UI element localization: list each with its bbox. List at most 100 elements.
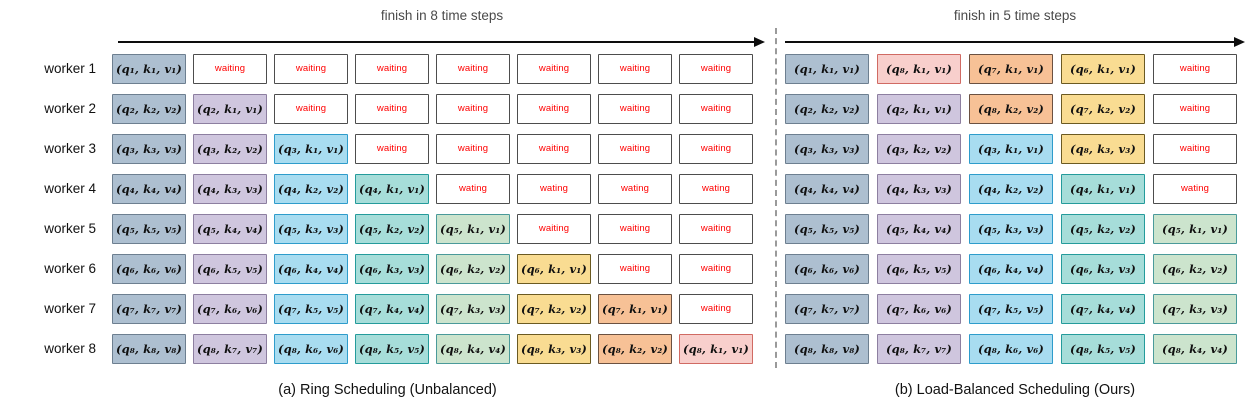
cell-label: (q₈, k₁, v₁) — [886, 62, 952, 76]
cell-label: (q₇, k₁, v₁) — [978, 62, 1044, 76]
cell-label: waiting — [295, 63, 327, 74]
cell-label: (q₆, k₆, v₆) — [116, 262, 182, 276]
task-cell: (q₈, k₄, v₄) — [436, 334, 510, 364]
task-cell: (q₅, k₂, v₂) — [1061, 214, 1145, 244]
cell-label: waiting — [700, 303, 732, 314]
task-cell: (q₆, k₂, v₂) — [1153, 254, 1237, 284]
waiting-cell: waiting — [517, 214, 591, 244]
cell-label: wating — [1180, 183, 1210, 194]
worker-row: worker 3(q₃, k₃, v₃)(q₃, k₂, v₂)(q₃, k₁,… — [0, 130, 775, 168]
task-cell: (q₈, k₈, v₈) — [112, 334, 186, 364]
cell-label: (q₁, k₁, v₁) — [116, 62, 182, 76]
cell-label: waiting — [619, 103, 651, 114]
cell-label: (q₆, k₄, v₄) — [278, 262, 344, 276]
cell-label: (q₈, k₅, v₅) — [359, 342, 425, 356]
waiting-cell: waiting — [274, 54, 348, 84]
waiting-cell: wating — [1153, 174, 1237, 204]
waiting-cell: waiting — [436, 54, 510, 84]
task-cell: (q₃, k₃, v₃) — [112, 134, 186, 164]
worker-row: worker 6(q₆, k₆, v₆)(q₆, k₅, v₅)(q₆, k₄,… — [0, 250, 775, 288]
task-cell: (q₈, k₃, v₃) — [517, 334, 591, 364]
cell-label: (q₅, k₁, v₁) — [1162, 222, 1228, 236]
cell-label: waiting — [1179, 103, 1211, 114]
task-cell: (q₇, k₆, v₆) — [877, 294, 961, 324]
cell-label: (q₈, k₇, v₇) — [197, 342, 263, 356]
cell-label: (q₆, k₁, v₁) — [521, 262, 587, 276]
cell-label: (q₈, k₃, v₃) — [521, 342, 587, 356]
cell-label: waiting — [619, 223, 651, 234]
panel-load-balanced-scheduling: finish in 5 time steps (q₁, k₁, v₁)(q₈, … — [775, 0, 1255, 415]
task-cell: (q₆, k₁, v₁) — [1061, 54, 1145, 84]
cell-label: (q₂, k₁, v₁) — [197, 102, 263, 116]
cell-label: (q₃, k₁, v₁) — [978, 142, 1044, 156]
cell-label: (q₈, k₈, v₈) — [794, 342, 860, 356]
worker-row: worker 2 (q₂, k₂, v₂) (q₂, k₁, v₁) waiting w… — [0, 90, 775, 128]
cell-label: (q₇, k₅, v₅) — [278, 302, 344, 316]
cell-label: waiting — [376, 63, 408, 74]
worker-row: (q₈, k₈, v₈)(q₈, k₇, v₇)(q₈, k₆, v₆)(q₈,… — [775, 330, 1255, 368]
cell-label: (q₇, k₆, v₆) — [886, 302, 952, 316]
cell-label: waiting — [538, 223, 570, 234]
cell-label: wating — [701, 183, 731, 194]
task-cell: (q₁, k₁, v₁) — [112, 54, 186, 84]
cell-label: (q₄, k₄, v₄) — [116, 182, 182, 196]
cell-label: (q₅, k₃, v₃) — [978, 222, 1044, 236]
cell-label: (q₂, k₁, v₁) — [886, 102, 952, 116]
task-cell: (q₆, k₆, v₆) — [112, 254, 186, 284]
cell-label: (q₆, k₂, v₂) — [1162, 262, 1228, 276]
task-cell: (q₅, k₃, v₃) — [969, 214, 1053, 244]
waiting-cell: waiting — [679, 294, 753, 324]
task-cell: (q₆, k₅, v₅) — [877, 254, 961, 284]
cell-label: (q₃, k₃, v₃) — [794, 142, 860, 156]
task-cell: (q₆, k₄, v₄) — [274, 254, 348, 284]
cell-label: wating — [539, 183, 569, 194]
waiting-cell: waiting — [679, 134, 753, 164]
waiting-cell: waiting — [679, 214, 753, 244]
cell-label: (q₃, k₁, v₁) — [278, 142, 344, 156]
waiting-cell: waiting — [598, 94, 672, 124]
worker-label-5: worker 5 — [44, 221, 96, 236]
task-cell: (q₅, k₁, v₁) — [1153, 214, 1237, 244]
time-axis-arrow-a — [118, 37, 765, 47]
waiting-cell: wating — [598, 174, 672, 204]
task-cell: (q₇, k₃, v₃) — [1153, 294, 1237, 324]
cell-label: waiting — [700, 263, 732, 274]
task-cell: (q₂, k₂, v₂) — [112, 94, 186, 124]
cell-label: waiting — [295, 103, 327, 114]
cell-label: waiting — [538, 103, 570, 114]
waiting-cell: waiting — [679, 54, 753, 84]
task-cell: (q₅, k₄, v₄) — [877, 214, 961, 244]
cell-label: (q₄, k₂, v₂) — [978, 182, 1044, 196]
cell-label: (q₁, k₁, v₁) — [794, 62, 860, 76]
task-cell: (q₃, k₂, v₂) — [193, 134, 267, 164]
cell-label: (q₇, k₁, v₁) — [602, 302, 668, 316]
cell-label: (q₆, k₂, v₂) — [440, 262, 506, 276]
cell-label: (q₅, k₄, v₄) — [197, 222, 263, 236]
waiting-cell: waiting — [1153, 94, 1237, 124]
panel-divider — [775, 28, 777, 368]
cell-label: (q₄, k₁, v₁) — [359, 182, 425, 196]
worker-row: (q₆, k₆, v₆)(q₆, k₅, v₅)(q₆, k₄, v₄)(q₆,… — [775, 250, 1255, 288]
cell-label: (q₈, k₅, v₅) — [1070, 342, 1136, 356]
cell-label: (q₈, k₈, v₈) — [116, 342, 182, 356]
cell-label: (q₅, k₃, v₃) — [278, 222, 344, 236]
task-cell: (q₅, k₄, v₄) — [193, 214, 267, 244]
task-cell: (q₆, k₄, v₄) — [969, 254, 1053, 284]
cell-label: (q₂, k₂, v₂) — [116, 102, 182, 116]
cell-label: (q₈, k₆, v₆) — [278, 342, 344, 356]
worker-label-2: worker 2 — [44, 101, 96, 116]
cell-label: waiting — [700, 103, 732, 114]
cell-label: waiting — [376, 143, 408, 154]
cell-label: (q₈, k₂, v₂) — [978, 102, 1044, 116]
task-cell: (q₈, k₂, v₂) — [598, 334, 672, 364]
worker-row: (q₂, k₂, v₂)(q₂, k₁, v₁)(q₈, k₂, v₂)(q₇,… — [775, 90, 1255, 128]
task-cell: (q₆, k₃, v₃) — [355, 254, 429, 284]
task-cell: (q₅, k₁, v₁) — [436, 214, 510, 244]
task-cell: (q₇, k₅, v₅) — [274, 294, 348, 324]
cell-label: (q₂, k₂, v₂) — [794, 102, 860, 116]
cell-label: (q₇, k₇, v₇) — [116, 302, 182, 316]
cell-label: (q₈, k₄, v₄) — [1162, 342, 1228, 356]
cell-label: (q₈, k₂, v₂) — [602, 342, 668, 356]
cell-label: waiting — [457, 63, 489, 74]
